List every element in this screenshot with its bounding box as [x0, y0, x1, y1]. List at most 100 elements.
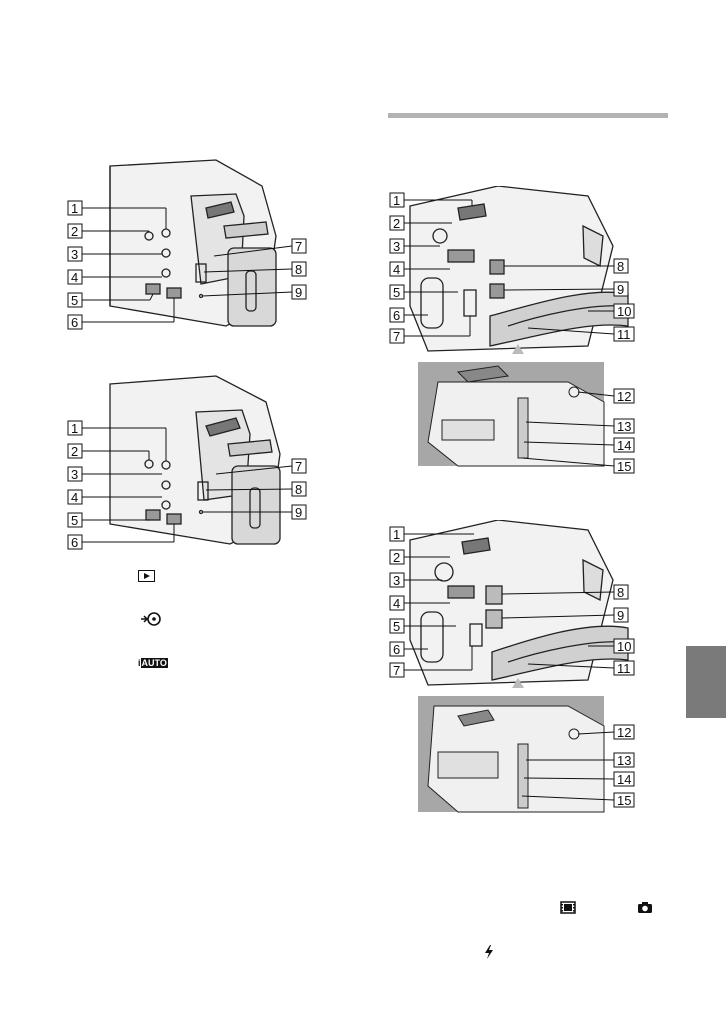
svg-text:5: 5: [393, 285, 400, 300]
callout-3: 3: [389, 572, 405, 588]
callout-10: 10: [613, 303, 635, 319]
svg-text:3: 3: [393, 573, 400, 588]
svg-text:9: 9: [617, 282, 624, 297]
svg-text:1: 1: [393, 193, 400, 208]
callout-2: 2: [389, 549, 405, 565]
svg-text:3: 3: [71, 467, 78, 482]
callout-8: 8: [613, 584, 629, 600]
callout-13: 13: [613, 418, 635, 434]
callout-12: 12: [613, 724, 635, 740]
svg-text:8: 8: [617, 259, 624, 274]
callout-5: 5: [67, 292, 83, 308]
callout-6: 6: [67, 314, 83, 330]
svg-text:4: 4: [393, 596, 400, 611]
svg-text:2: 2: [71, 224, 78, 239]
intelligent-auto-icon: iAUTO: [138, 658, 168, 668]
svg-text:8: 8: [295, 482, 302, 497]
svg-text:1: 1: [71, 201, 78, 216]
camera-figure-right-bottom: 1 2 3 4 5 6 7 8 9 10 11 12 13 14 15: [388, 520, 648, 820]
callout-8: 8: [291, 261, 307, 277]
callout-14: 14: [613, 437, 635, 453]
svg-text:15: 15: [617, 793, 631, 808]
callout-6: 6: [67, 534, 83, 550]
svg-text:2: 2: [71, 444, 78, 459]
svg-text:13: 13: [617, 753, 631, 768]
callout-1: 1: [389, 526, 405, 542]
flash-icon: [484, 945, 494, 964]
callout-2: 2: [67, 223, 83, 239]
callout-8: 8: [291, 481, 307, 497]
svg-text:8: 8: [295, 262, 302, 277]
svg-text:10: 10: [617, 639, 631, 654]
disc-burn-icon: [140, 611, 162, 632]
svg-text:5: 5: [71, 513, 78, 528]
callout-3: 3: [67, 466, 83, 482]
callout-7: 7: [389, 662, 405, 678]
callout-5: 5: [389, 618, 405, 634]
callout-9: 9: [613, 607, 629, 623]
svg-text:2: 2: [393, 216, 400, 231]
svg-text:1: 1: [393, 527, 400, 542]
callout-12: 12: [613, 388, 635, 404]
svg-text:5: 5: [393, 619, 400, 634]
callout-5: 5: [67, 512, 83, 528]
svg-text:9: 9: [295, 285, 302, 300]
svg-text:6: 6: [393, 642, 400, 657]
callout-11: 11: [613, 660, 635, 676]
callout-14: 14: [613, 771, 635, 787]
side-index-tab: [686, 646, 726, 718]
callout-15: 15: [613, 792, 635, 808]
callout-9: 9: [291, 284, 307, 300]
callout-2: 2: [389, 215, 405, 231]
svg-text:4: 4: [71, 490, 78, 505]
svg-text:13: 13: [617, 419, 631, 434]
svg-text:3: 3: [71, 247, 78, 262]
svg-text:6: 6: [71, 315, 78, 330]
svg-text:9: 9: [617, 608, 624, 623]
svg-text:11: 11: [617, 327, 631, 342]
svg-text:8: 8: [617, 585, 624, 600]
svg-text:1: 1: [71, 421, 78, 436]
callout-4: 4: [67, 489, 83, 505]
callout-11: 11: [613, 326, 635, 342]
svg-text:15: 15: [617, 459, 631, 474]
camera-figure-left-top: 1 2 3 4 5 6 7 8 9: [66, 156, 336, 336]
callout-4: 4: [389, 261, 405, 277]
callout-10: 10: [613, 638, 635, 654]
svg-text:7: 7: [295, 239, 302, 254]
callout-2: 2: [67, 443, 83, 459]
camera-figure-right-top: 1 2 3 4 5 6 7 8 9 10 11 12 13 14 15: [388, 186, 648, 476]
callout-1: 1: [67, 420, 83, 436]
svg-text:7: 7: [295, 459, 302, 474]
photo-mode-icon: [637, 901, 653, 919]
callout-7: 7: [291, 458, 307, 474]
callout-5: 5: [389, 284, 405, 300]
play-icon: [138, 570, 155, 582]
svg-text:7: 7: [393, 329, 400, 344]
callout-13: 13: [613, 752, 635, 768]
callout-1: 1: [67, 200, 83, 216]
svg-text:2: 2: [393, 550, 400, 565]
callout-8: 8: [613, 258, 629, 274]
callout-4: 4: [389, 595, 405, 611]
svg-text:12: 12: [617, 725, 631, 740]
callout-9: 9: [613, 281, 629, 297]
svg-text:11: 11: [617, 661, 631, 676]
svg-text:14: 14: [617, 438, 631, 453]
svg-text:5: 5: [71, 293, 78, 308]
callout-9: 9: [291, 504, 307, 520]
svg-text:9: 9: [295, 505, 302, 520]
svg-text:3: 3: [393, 239, 400, 254]
callout-7: 7: [389, 328, 405, 344]
callout-3: 3: [67, 246, 83, 262]
svg-text:4: 4: [71, 270, 78, 285]
callout-6: 6: [389, 641, 405, 657]
svg-text:10: 10: [617, 304, 631, 319]
movie-mode-icon: [560, 901, 576, 919]
camera-figure-left-bottom: 1 2 3 4 5 6 7 8 9: [66, 370, 336, 550]
callout-15: 15: [613, 458, 635, 474]
callout-7: 7: [291, 238, 307, 254]
callout-1: 1: [389, 192, 405, 208]
svg-text:6: 6: [71, 535, 78, 550]
svg-text:14: 14: [617, 772, 631, 787]
